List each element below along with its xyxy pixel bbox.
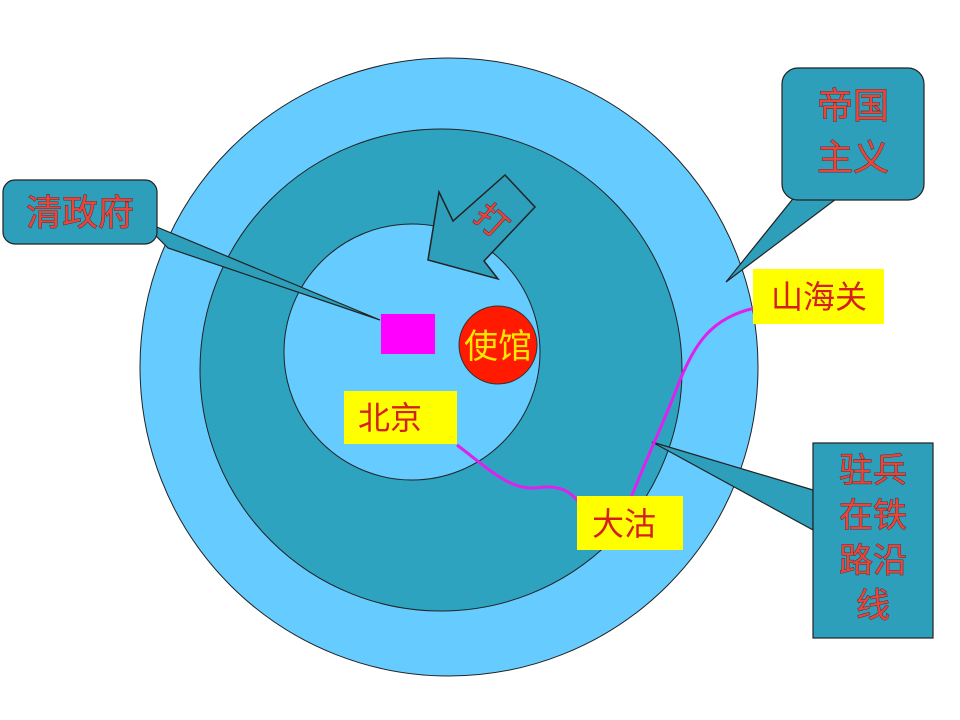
callout-troops-line3: 路沿 xyxy=(839,541,907,581)
embassy-marker xyxy=(458,305,538,385)
place-dagu-label: 大沽 xyxy=(592,505,656,543)
callout-imperialism-box xyxy=(781,67,925,201)
callout-troops-line1: 驻兵 xyxy=(839,451,907,491)
place-beijing-label: 北京 xyxy=(358,399,422,437)
place-beijing-bg xyxy=(344,391,457,444)
place-dagu: 大沽 xyxy=(577,496,683,550)
callout-troops-box xyxy=(812,442,934,639)
place-shanhaiguan-bg xyxy=(753,269,884,324)
place-dagu-bg xyxy=(577,496,683,550)
callout-qing-government-box xyxy=(2,179,158,245)
callout-imperialism: 帝国 主义 xyxy=(725,67,925,283)
callout-imperialism-pointer xyxy=(725,189,842,283)
callout-qing-government-text: 清政府 xyxy=(26,193,134,234)
place-beijing: 北京 xyxy=(344,391,457,444)
place-shanhaiguan-label: 山海关 xyxy=(771,278,867,316)
embassy-label: 使馆 xyxy=(464,327,532,367)
callout-imperialism-line2: 主义 xyxy=(817,138,889,179)
callout-troops-line2: 在铁 xyxy=(839,496,907,536)
callout-qing-government: 清政府 xyxy=(2,179,381,321)
place-shanhaiguan: 山海关 xyxy=(753,269,884,324)
callout-troops: 驻兵 在铁 路沿 线 xyxy=(651,441,934,639)
qing-government-marker xyxy=(381,314,435,354)
callout-imperialism-line1: 帝国 xyxy=(817,86,889,127)
attack-arrow: 打 xyxy=(427,173,537,281)
attack-arrow-shape xyxy=(427,173,537,281)
embassy: 使馆 xyxy=(458,305,538,385)
callout-troops-line4: 线 xyxy=(856,586,890,626)
